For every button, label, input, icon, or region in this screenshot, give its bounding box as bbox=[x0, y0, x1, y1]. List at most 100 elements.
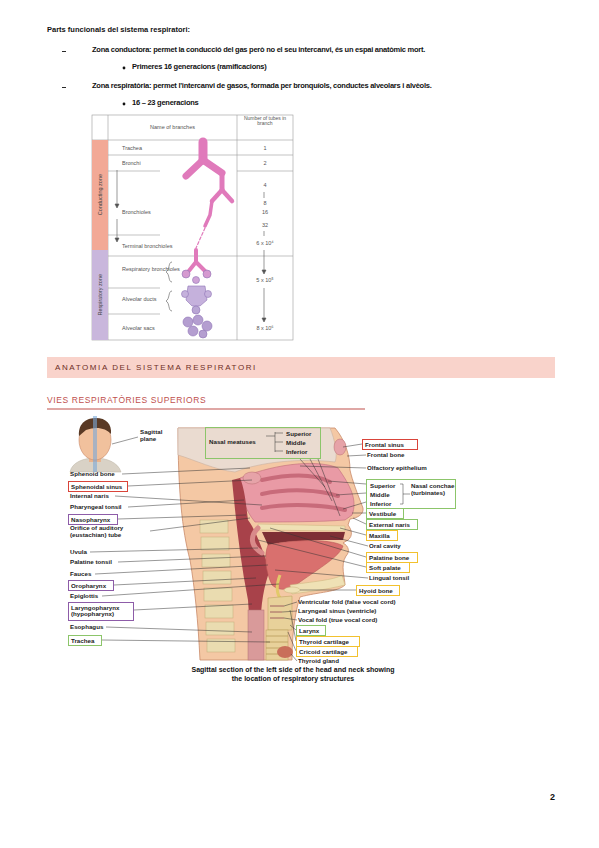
table-header: Number of tubes in branch bbox=[239, 116, 291, 127]
branch-name: Alveolar ducts bbox=[122, 296, 157, 302]
part-label: Sphenoid bone bbox=[70, 470, 115, 477]
head-section-illustration bbox=[268, 596, 292, 630]
leader-line bbox=[128, 480, 252, 486]
table-arrow bbox=[264, 192, 265, 198]
leader-line bbox=[270, 528, 366, 557]
branch-name: Alveolar sacs bbox=[122, 325, 155, 331]
box-label: Oropharynx bbox=[71, 582, 106, 589]
part-label: Fauces bbox=[70, 570, 91, 577]
leader-line bbox=[353, 518, 366, 524]
bronchial-tree bbox=[220, 173, 225, 190]
bronchial-tree bbox=[203, 160, 222, 173]
head-section-illustration bbox=[207, 639, 235, 652]
part-label: Olfactory epithelium bbox=[367, 464, 427, 471]
head-icon bbox=[70, 416, 121, 472]
section-underline bbox=[47, 409, 365, 410]
label-box: Maxilla bbox=[366, 530, 398, 541]
leader-line bbox=[343, 444, 362, 447]
tube-count: 1 bbox=[239, 145, 291, 151]
page-heading: Parts funcionals del sistema respiratori… bbox=[47, 26, 190, 35]
box-label: Laryngopharynx (hypopharynx) bbox=[71, 605, 133, 619]
box-label: Larynx bbox=[299, 627, 319, 634]
band-title: ANATOMIA DEL SISTEMA RESPIRATORI bbox=[55, 363, 257, 372]
part-label: Laryngeal sinus (ventricle) bbox=[298, 607, 376, 614]
list-bullet bbox=[123, 103, 126, 106]
leader-line bbox=[122, 468, 250, 474]
leader-line bbox=[102, 640, 270, 642]
section-band: ANATOMIA DEL SISTEMA RESPIRATORI bbox=[47, 357, 555, 378]
head-section-illustration bbox=[240, 463, 354, 522]
alveoli-illustration bbox=[182, 291, 189, 298]
alveoli-illustration bbox=[183, 317, 193, 327]
bronchial-tree bbox=[188, 262, 206, 272]
leader-line bbox=[343, 502, 366, 509]
table-arrow bbox=[264, 288, 265, 320]
leader-line bbox=[284, 618, 297, 620]
table-frame bbox=[92, 115, 293, 340]
box-label: Soft palate bbox=[369, 564, 401, 571]
leader-line bbox=[300, 590, 356, 591]
bronchial-tree bbox=[222, 190, 232, 201]
part-label: Pharyngeal tonsil bbox=[70, 503, 122, 510]
alveoli-illustration bbox=[192, 306, 200, 314]
alveoli-illustration bbox=[199, 330, 207, 338]
label-bracket bbox=[400, 484, 410, 504]
box-label: Maxilla bbox=[369, 532, 390, 539]
box-label: Middle bbox=[286, 439, 306, 446]
tube-count: 8 x 10⁶ bbox=[239, 325, 291, 331]
part-label: Uvula bbox=[70, 548, 87, 555]
alveoli-illustration bbox=[193, 277, 200, 284]
label-box: Frontal sinus bbox=[362, 439, 418, 450]
leader-line bbox=[90, 437, 368, 661]
part-label: Lingual tonsil bbox=[369, 574, 409, 581]
box-label: External naris bbox=[369, 521, 410, 528]
table-arrow bbox=[262, 270, 266, 274]
box-label: Inferior bbox=[370, 500, 391, 507]
box-label: Inferior bbox=[286, 448, 307, 455]
label-box: Laryngopharynx (hypopharynx) bbox=[68, 602, 134, 621]
label-box: Larynx bbox=[296, 625, 326, 636]
page-number: 2 bbox=[550, 792, 555, 802]
leader-line bbox=[288, 632, 296, 651]
zone-label: Respiratory zone bbox=[97, 274, 103, 316]
box-label: Frontal sinus bbox=[365, 441, 404, 448]
leader-line bbox=[300, 459, 325, 487]
alveoli-illustration bbox=[205, 291, 212, 298]
table-frame bbox=[92, 140, 293, 141]
head-section-illustration bbox=[202, 554, 230, 567]
table-frame bbox=[108, 314, 160, 315]
box-label: Superior bbox=[286, 430, 311, 437]
head-section-illustration bbox=[262, 505, 345, 510]
leader-line bbox=[284, 602, 297, 606]
leader-line bbox=[330, 536, 368, 546]
leader-line bbox=[115, 496, 262, 505]
sub-bullet-text: Primeres 16 generacions (ramificacions) bbox=[132, 63, 266, 72]
head-icon bbox=[93, 416, 97, 472]
part-label: Palatine tonsil bbox=[70, 558, 112, 565]
leader-line bbox=[275, 570, 368, 578]
leader-line bbox=[95, 565, 268, 574]
leader-line bbox=[118, 515, 246, 519]
head-section-illustration bbox=[178, 428, 363, 660]
head-section-illustration bbox=[243, 472, 261, 484]
part-label: Frontal bone bbox=[367, 451, 404, 458]
table-arrow bbox=[262, 318, 266, 322]
bronchial-tree bbox=[186, 142, 232, 272]
box-label: Vestibule bbox=[369, 510, 396, 517]
table-header: Name of branches bbox=[108, 124, 237, 130]
leader-line bbox=[310, 459, 332, 501]
bronchial-tree bbox=[196, 228, 205, 248]
leader-line bbox=[102, 584, 279, 596]
box-label: Nasal meatuses bbox=[209, 438, 256, 445]
leader-line bbox=[340, 528, 366, 535]
zone-band: Conducting zone bbox=[92, 140, 108, 250]
table-arrow bbox=[115, 204, 119, 208]
table-arrow bbox=[117, 170, 118, 206]
label-box: Cricoid cartilage bbox=[296, 646, 358, 657]
label-box: Vestibule bbox=[366, 508, 404, 519]
list-bullet bbox=[62, 52, 125, 106]
head-section-illustration bbox=[204, 588, 232, 601]
alveoli-illustration bbox=[202, 321, 212, 331]
table-arrow bbox=[115, 170, 266, 322]
head-section-illustration bbox=[178, 428, 363, 660]
